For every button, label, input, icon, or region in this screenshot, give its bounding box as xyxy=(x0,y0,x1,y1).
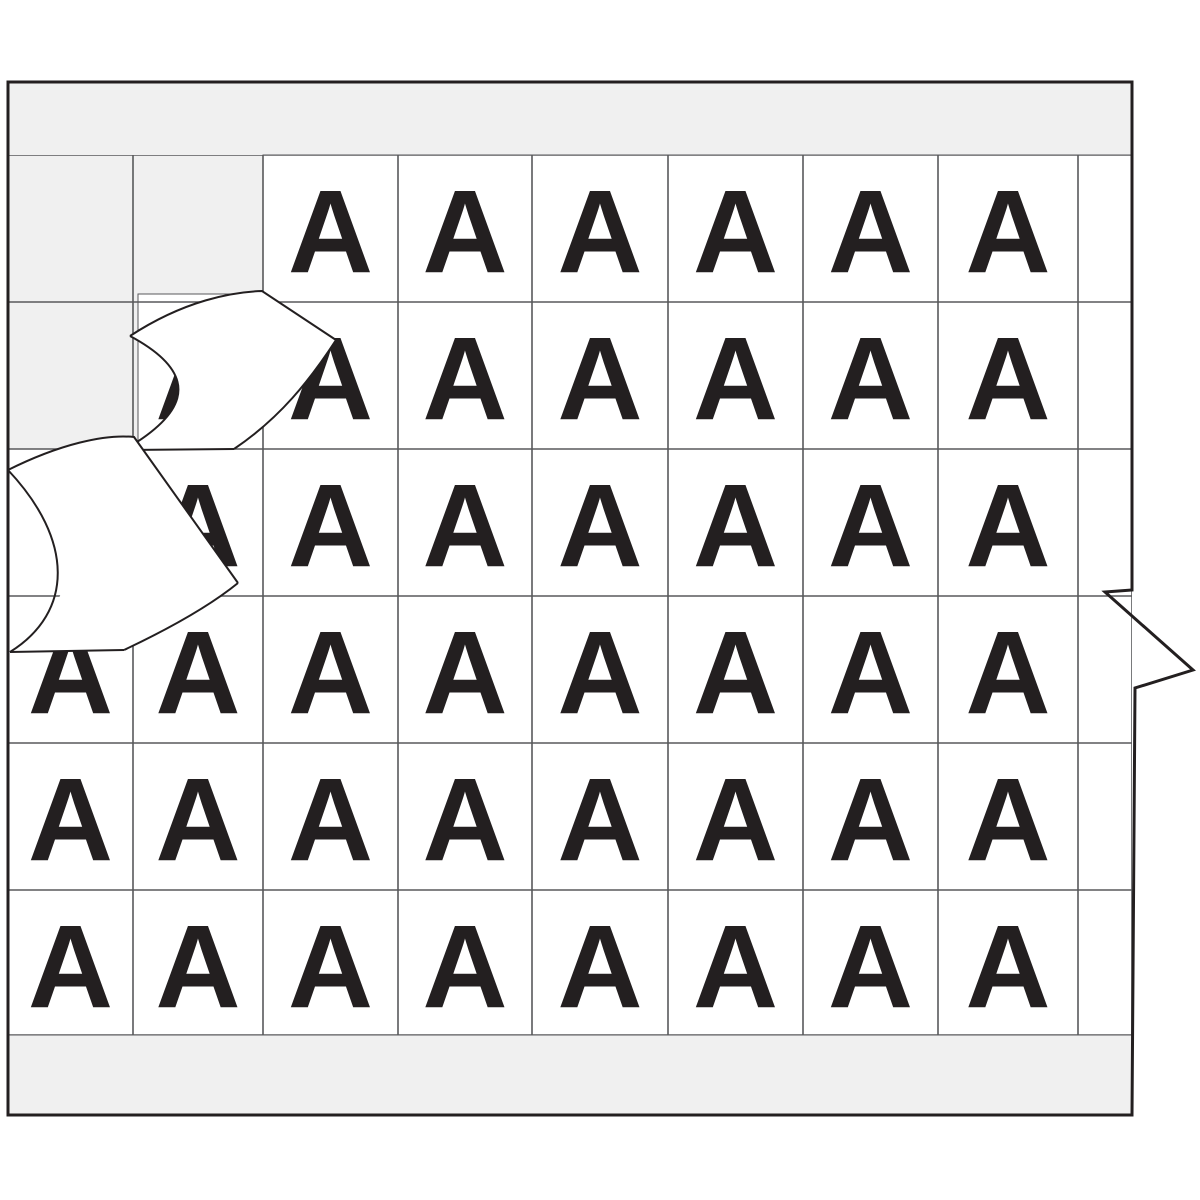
label-letter-r2-c4: A xyxy=(422,313,507,445)
label-letter-r4-c8: A xyxy=(965,607,1050,739)
label-letter-r4-c7: A xyxy=(828,607,913,739)
label-letter-r4-c5: A xyxy=(557,607,642,739)
peeling-labels-group xyxy=(7,289,337,653)
label-letter-r5-c4: A xyxy=(422,754,507,886)
label-letter-r6-c4: A xyxy=(422,901,507,1033)
label-letter-r4-c4: A xyxy=(422,607,507,739)
label-sheet-outline xyxy=(6,80,1196,1117)
peel-upper-top-edge xyxy=(129,289,337,341)
label-letter-r2-c6: A xyxy=(693,313,778,445)
peel-upper-fill xyxy=(124,291,336,450)
peeling-label-upper[interactable] xyxy=(123,289,337,451)
label-letter-r3-c7: A xyxy=(828,460,913,592)
label-letter-r1-c7: A xyxy=(828,166,913,298)
label-letter-r1-c5: A xyxy=(557,166,642,298)
peeling-label-lower[interactable] xyxy=(7,435,239,653)
label-letter-r5-c5: A xyxy=(557,754,642,886)
label-letter-r5-c6: A xyxy=(693,754,778,886)
label-letter-r6-c1: A xyxy=(28,901,113,1033)
peel-lower-bottom-edge xyxy=(9,649,125,653)
label-letter-r6-c6: A xyxy=(693,901,778,1033)
label-letter-r2-c5: A xyxy=(557,313,642,445)
label-letter-r6-c3: A xyxy=(288,901,373,1033)
label-letter-r3-c5: A xyxy=(557,460,642,592)
label-letter-r5-c3: A xyxy=(288,754,373,886)
label-letter-r6-c8: A xyxy=(965,901,1050,1033)
label-letter-r5-c1: A xyxy=(28,754,113,886)
peel-upper-curl-edge xyxy=(123,335,180,451)
label-letter-r3-c6: A xyxy=(693,460,778,592)
label-letter-r1-c4: A xyxy=(422,166,507,298)
label-letter-r3-c8: A xyxy=(965,460,1050,592)
peel-upper-right-edge xyxy=(233,339,337,450)
label-letter-r3-c4: A xyxy=(422,460,507,592)
label-letter-r1-c8: A xyxy=(965,166,1050,298)
exposed-backing-group xyxy=(8,82,1133,1115)
sheet-outline-group xyxy=(6,80,1196,1117)
label-letter-r6-c2: A xyxy=(155,901,240,1033)
label-letter-r1-c6: A xyxy=(693,166,778,298)
label-letter-r5-c2: A xyxy=(155,754,240,886)
label-letter-r4-c2: A xyxy=(155,607,240,739)
peel-lower-right-edge xyxy=(123,582,239,651)
label-letter-r3-c3: A xyxy=(288,460,373,592)
peel-lower-fill xyxy=(8,436,238,652)
peel-lower-top-edge xyxy=(7,435,239,584)
label-letter-r6-c7: A xyxy=(828,901,913,1033)
label-letter-r6-c5: A xyxy=(557,901,642,1033)
label-letter-r5-c7: A xyxy=(828,754,913,886)
label-letter-r2-c7: A xyxy=(828,313,913,445)
label-letter-r4-c3: A xyxy=(288,607,373,739)
label-letter-r4-c6: A xyxy=(693,607,778,739)
label-letter-r1-c3: A xyxy=(288,166,373,298)
peel-lower-curl-edge xyxy=(7,469,59,653)
label-letter-r2-c8: A xyxy=(965,313,1050,445)
label-letter-r5-c8: A xyxy=(965,754,1050,886)
backing-bottom-band xyxy=(8,1034,1133,1115)
